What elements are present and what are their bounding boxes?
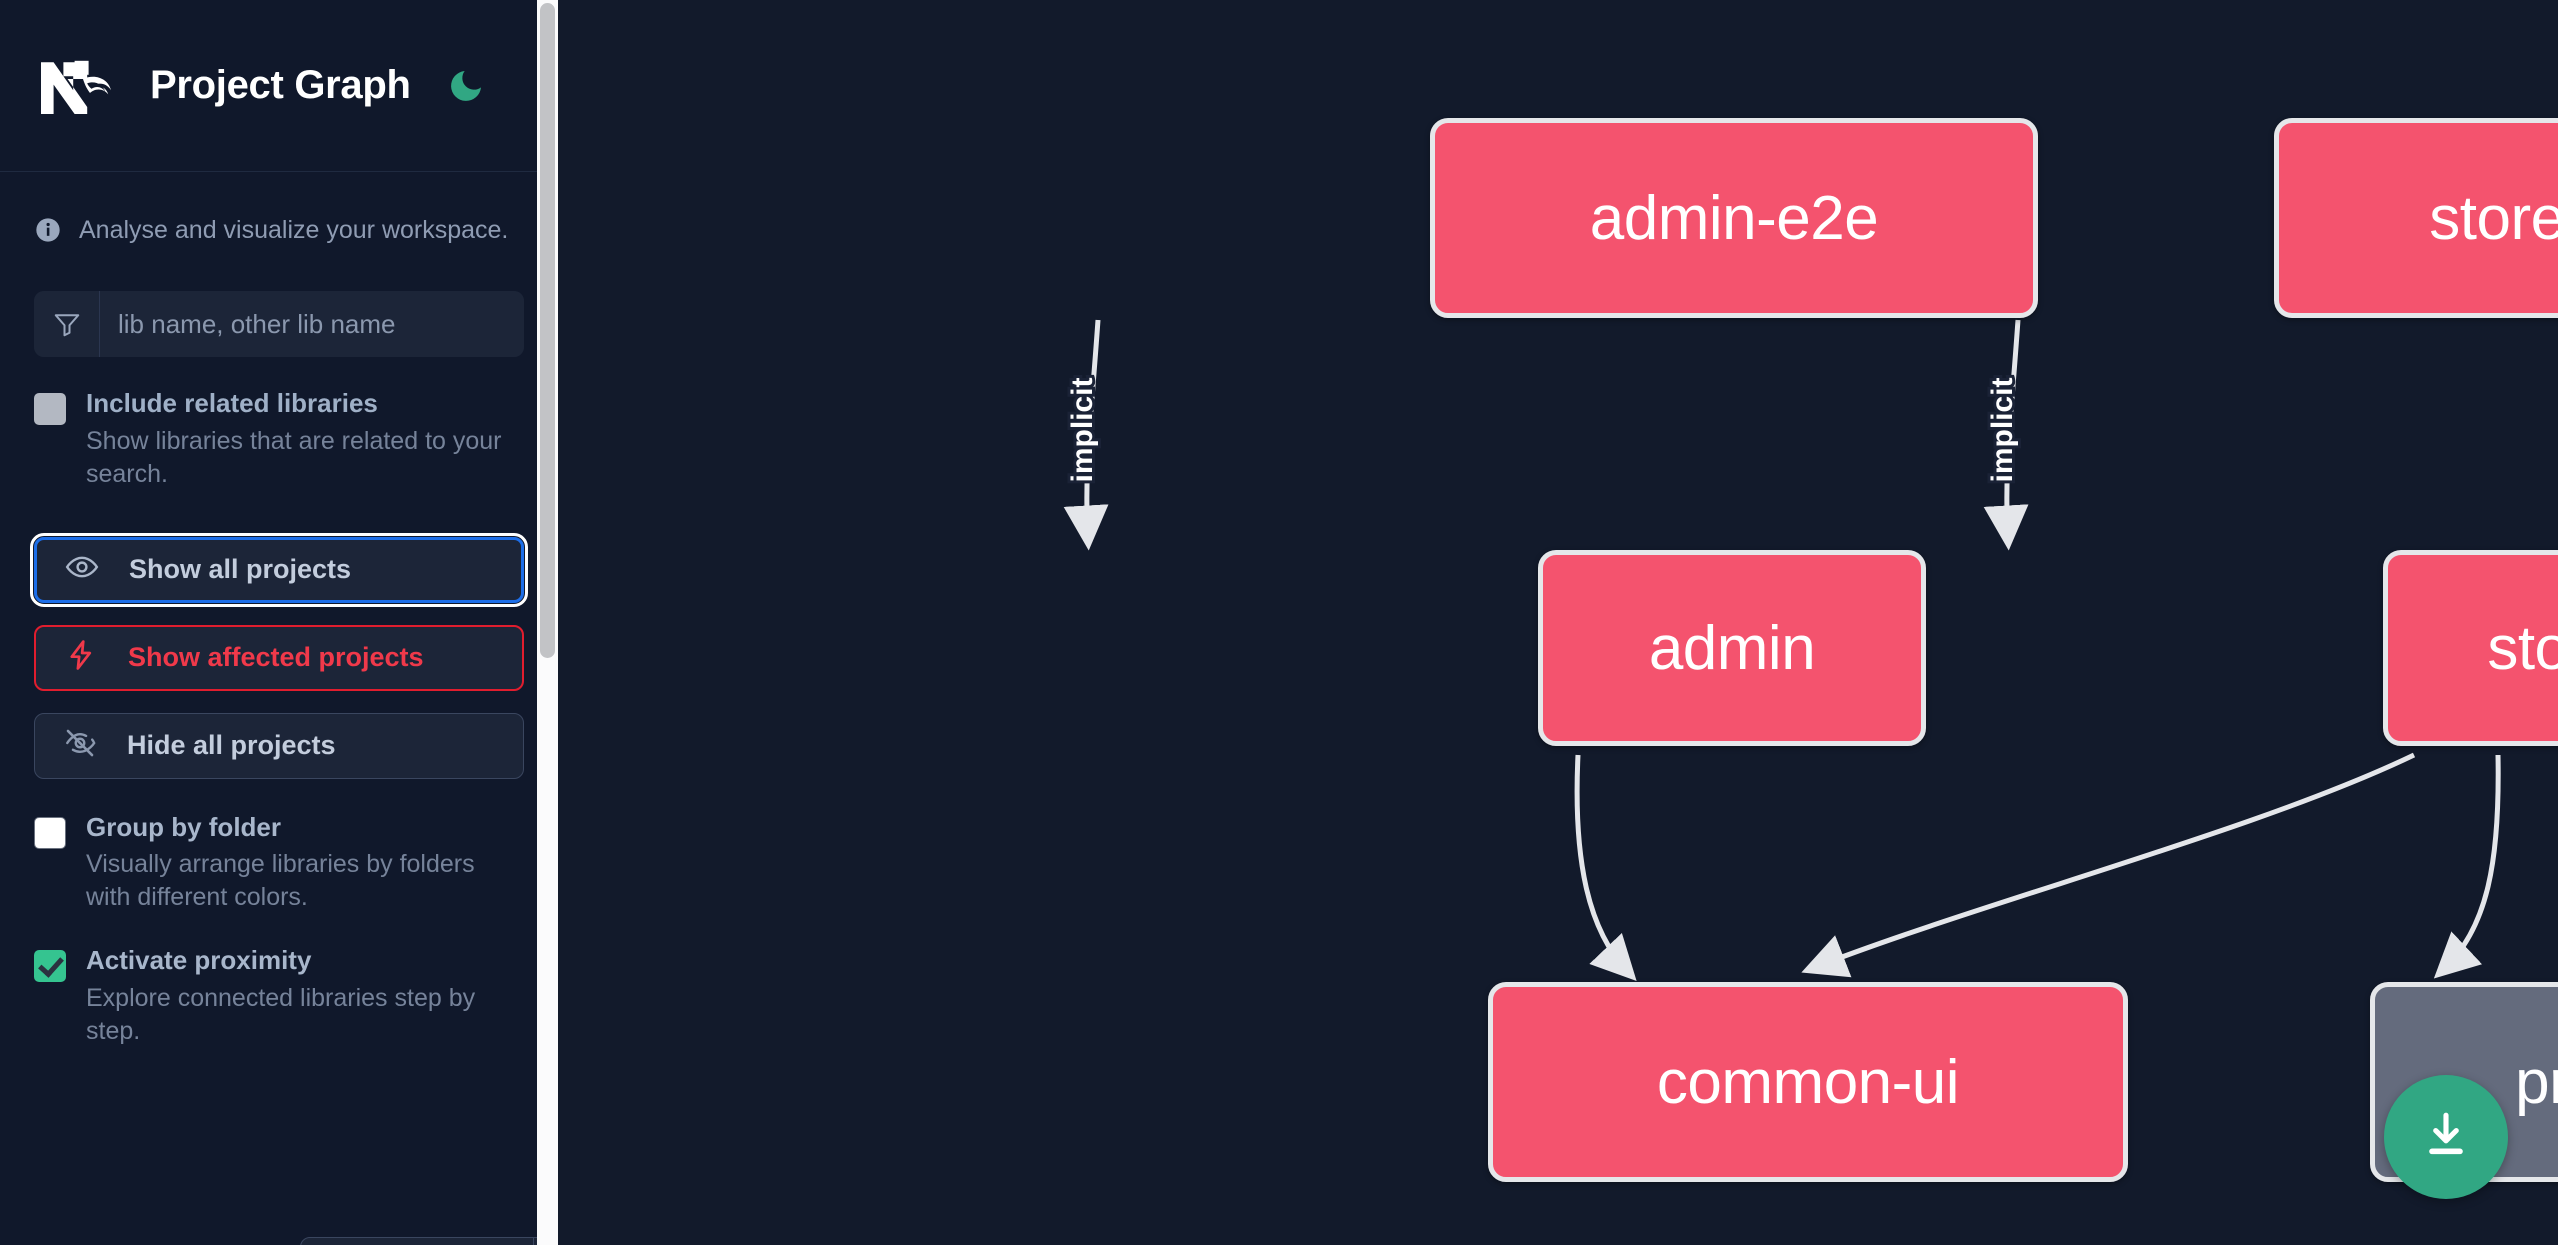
include-related-libraries-description: Show libraries that are related to your … [86, 426, 502, 488]
download-image-button[interactable] [2384, 1075, 2508, 1199]
option-include-related-libraries[interactable]: Include related libraries Show libraries… [0, 387, 558, 491]
graph-node-label: products [2515, 1047, 2558, 1117]
edge-label-implicit: implicit [1066, 377, 1099, 482]
graph-node-common-ui[interactable]: common-ui [1488, 982, 2128, 1182]
edge-admin-common-ui [1574, 754, 1637, 982]
group-by-folder-checkbox[interactable] [34, 816, 66, 849]
edge-store-products [2433, 754, 2501, 979]
filter-icon [34, 291, 100, 357]
edge-label-implicit: implicit [1986, 377, 2019, 482]
option-group-by-folder[interactable]: Group by folder Visually arrange librari… [0, 811, 558, 915]
graph-node-admin-e2e[interactable]: admin-e2e [1430, 118, 2038, 318]
app-title: Project Graph [150, 63, 411, 107]
graph-node-store[interactable]: store [2383, 550, 2558, 746]
include-related-libraries-checkbox[interactable] [34, 393, 66, 425]
activate-proximity-label: Activate proximity [86, 945, 312, 975]
search-box [34, 291, 524, 357]
graph-node-label: admin-e2e [1589, 183, 1879, 253]
proximity-stepper-cell[interactable] [301, 1238, 534, 1245]
workspace-note: Analyse and visualize your workspace. [0, 172, 558, 249]
lightning-icon [64, 638, 98, 677]
edge-store-e2e-store [1983, 319, 2029, 551]
graph-node-store-e2e[interactable]: store-e2e [2274, 118, 2558, 318]
group-by-folder-description: Visually arrange libraries by folders wi… [86, 850, 475, 911]
download-icon [2418, 1107, 2474, 1168]
graph-node-label: admin [1648, 613, 1816, 683]
search-input[interactable] [100, 291, 524, 357]
graph-node-label: store [2487, 613, 2558, 683]
eye-off-icon [63, 726, 97, 765]
graph-node-label: store-e2e [2429, 183, 2558, 253]
show-all-projects-label: Show all projects [129, 554, 352, 584]
sidebar-scrollbar[interactable] [537, 0, 558, 1245]
nx-logo-icon [34, 55, 118, 117]
graph-canvas[interactable]: implicit implicit admin-e2e store-e2e ad… [558, 0, 2558, 1245]
workspace-note-text: Analyse and visualize your workspace. [79, 216, 509, 244]
hide-all-projects-button[interactable]: Hide all projects [34, 712, 524, 779]
projects-button-group: Show all projects Show affected projects [30, 532, 528, 779]
info-icon [34, 216, 62, 249]
eye-icon [65, 550, 99, 589]
activate-proximity-description: Explore connected libraries step by step… [86, 983, 476, 1045]
show-affected-projects-button[interactable]: Show affected projects [34, 624, 524, 691]
group-by-folder-label: Group by folder [86, 811, 281, 842]
sidebar-scrollbar-thumb[interactable] [540, 3, 555, 658]
graph-node-label: common-ui [1656, 1047, 1960, 1117]
proximity-stepper-group[interactable] [300, 1237, 558, 1245]
edge-store-common-ui [1801, 752, 2416, 978]
show-affected-projects-label: Show affected projects [128, 642, 424, 672]
graph-node-admin[interactable]: admin [1538, 550, 1926, 746]
sidebar-header: Project Graph [0, 0, 558, 172]
sidebar: Project Graph Analyse and visualize your… [0, 0, 558, 1245]
hide-all-projects-label: Hide all projects [127, 730, 336, 760]
show-all-projects-button[interactable]: Show all projects [30, 532, 528, 607]
activate-proximity-checkbox[interactable] [34, 950, 66, 982]
edge-admin-e2e-admin [1063, 319, 1109, 551]
option-activate-proximity[interactable]: Activate proximity Explore connected lib… [0, 944, 558, 1048]
include-related-libraries-label: Include related libraries [86, 388, 378, 418]
moon-icon[interactable] [443, 63, 489, 109]
